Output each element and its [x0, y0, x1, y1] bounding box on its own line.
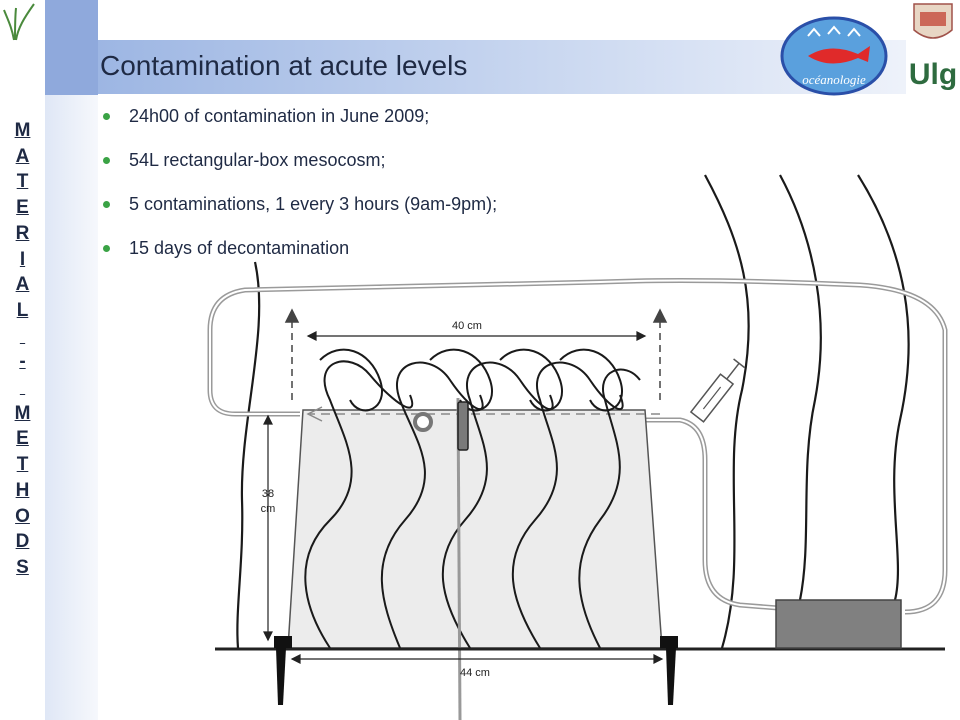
probe [457, 401, 469, 451]
section-letter [20, 324, 25, 350]
section-letter: I [19, 248, 26, 270]
section-letter: O [15, 505, 30, 527]
top-width-label: 40 cm [452, 320, 482, 332]
section-letter: A [15, 145, 30, 167]
page-title: Contamination at acute levels [100, 50, 468, 81]
bullet-item: 5 contaminations, 1 every 3 hours (9am-9… [103, 188, 663, 232]
section-letter: D [15, 531, 30, 553]
ulg-text: Ulg [909, 58, 957, 91]
section-letter [20, 375, 25, 401]
bullet-list: 24h00 of contamination in June 2009; 54L… [103, 100, 663, 276]
section-letter: E [16, 428, 29, 450]
bullet-item: 54L rectangular-box mesocosm; [103, 144, 663, 188]
section-letter: T [16, 171, 29, 193]
ulg-logo-icon: Ulg [906, 0, 960, 95]
ocean-logo-text: océanologie [802, 72, 866, 87]
section-letter: S [16, 556, 29, 578]
bullet-dot-icon [103, 113, 110, 120]
section-letter: - [19, 351, 26, 373]
bullet-item: 15 days of decontamination [103, 232, 663, 276]
section-letter: M [14, 402, 31, 424]
header-bar [98, 40, 906, 94]
height-label-line1: 38 [262, 488, 274, 500]
vertical-section-label: M A T E R I A L - M E T H O D S [0, 118, 45, 581]
bullet-text: 15 days of decontamination [129, 238, 350, 258]
bullet-text: 24h00 of contamination in June 2009; [129, 106, 430, 126]
ring-icon [413, 412, 433, 432]
section-letter: M [14, 120, 31, 141]
bullet-dot-icon [103, 157, 110, 164]
injector-icon [689, 358, 746, 423]
bullet-dot-icon [103, 201, 110, 208]
tank-body [287, 409, 663, 649]
sidebar [0, 0, 45, 720]
bullet-text: 54L rectangular-box mesocosm; [129, 150, 386, 170]
bullet-text: 5 contaminations, 1 every 3 hours (9am-9… [129, 194, 498, 214]
seaweed-strands-outside [236, 174, 910, 649]
header-top [98, 0, 906, 40]
section-letter: H [15, 479, 30, 501]
section-letter: A [15, 274, 30, 296]
sidebar-strip [45, 95, 98, 720]
section-letter: R [15, 222, 30, 244]
section-letter: L [16, 299, 29, 321]
seaweed-strands-inside [304, 348, 641, 649]
height-label-line2: cm [261, 503, 276, 515]
section-letter: T [16, 454, 29, 476]
sidebar-strip-top [45, 0, 98, 95]
oceanologie-logo-icon: océanologie [780, 16, 888, 96]
section-letter: E [16, 197, 29, 219]
plant-logo-icon [0, 0, 45, 42]
pump-box [775, 599, 902, 649]
bullet-item: 24h00 of contamination in June 2009; [103, 100, 663, 144]
bullet-dot-icon [103, 245, 110, 252]
bottom-width-label: 44 cm [460, 667, 490, 679]
